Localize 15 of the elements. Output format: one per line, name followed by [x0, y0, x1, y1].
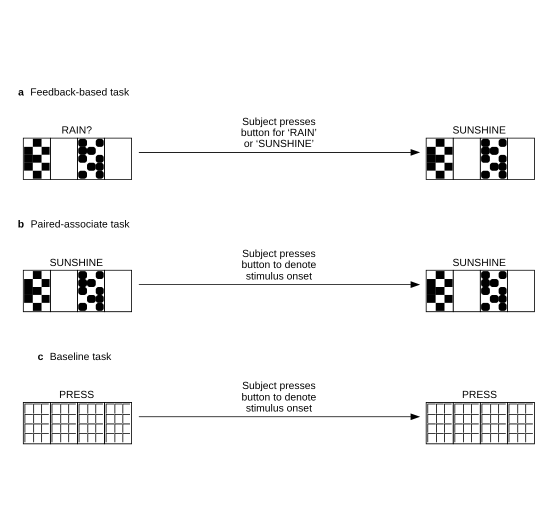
label: Feedback-based task: [30, 87, 130, 98]
edge-label: Subject presses button to denote stimulus onset: [242, 381, 316, 415]
node-label: RAIN?: [62, 126, 92, 137]
edge-label: Subject presses button for ‘RAIN’ or ‘SUNSHINE’: [240, 116, 317, 150]
node-label: PRESS: [462, 390, 498, 401]
label: a: [18, 87, 24, 98]
label: c: [38, 352, 44, 363]
edge-label: Subject presses button to denote stimulus onset: [242, 249, 316, 282]
node-label: SUNSHINE: [50, 258, 104, 269]
label: Baseline task: [50, 352, 112, 363]
node-label: PRESS: [59, 390, 94, 401]
node-label: SUNSHINE: [452, 126, 506, 137]
label: b: [18, 220, 24, 231]
node-label: SUNSHINE: [452, 258, 506, 269]
label: Paired-associate task: [30, 220, 130, 231]
